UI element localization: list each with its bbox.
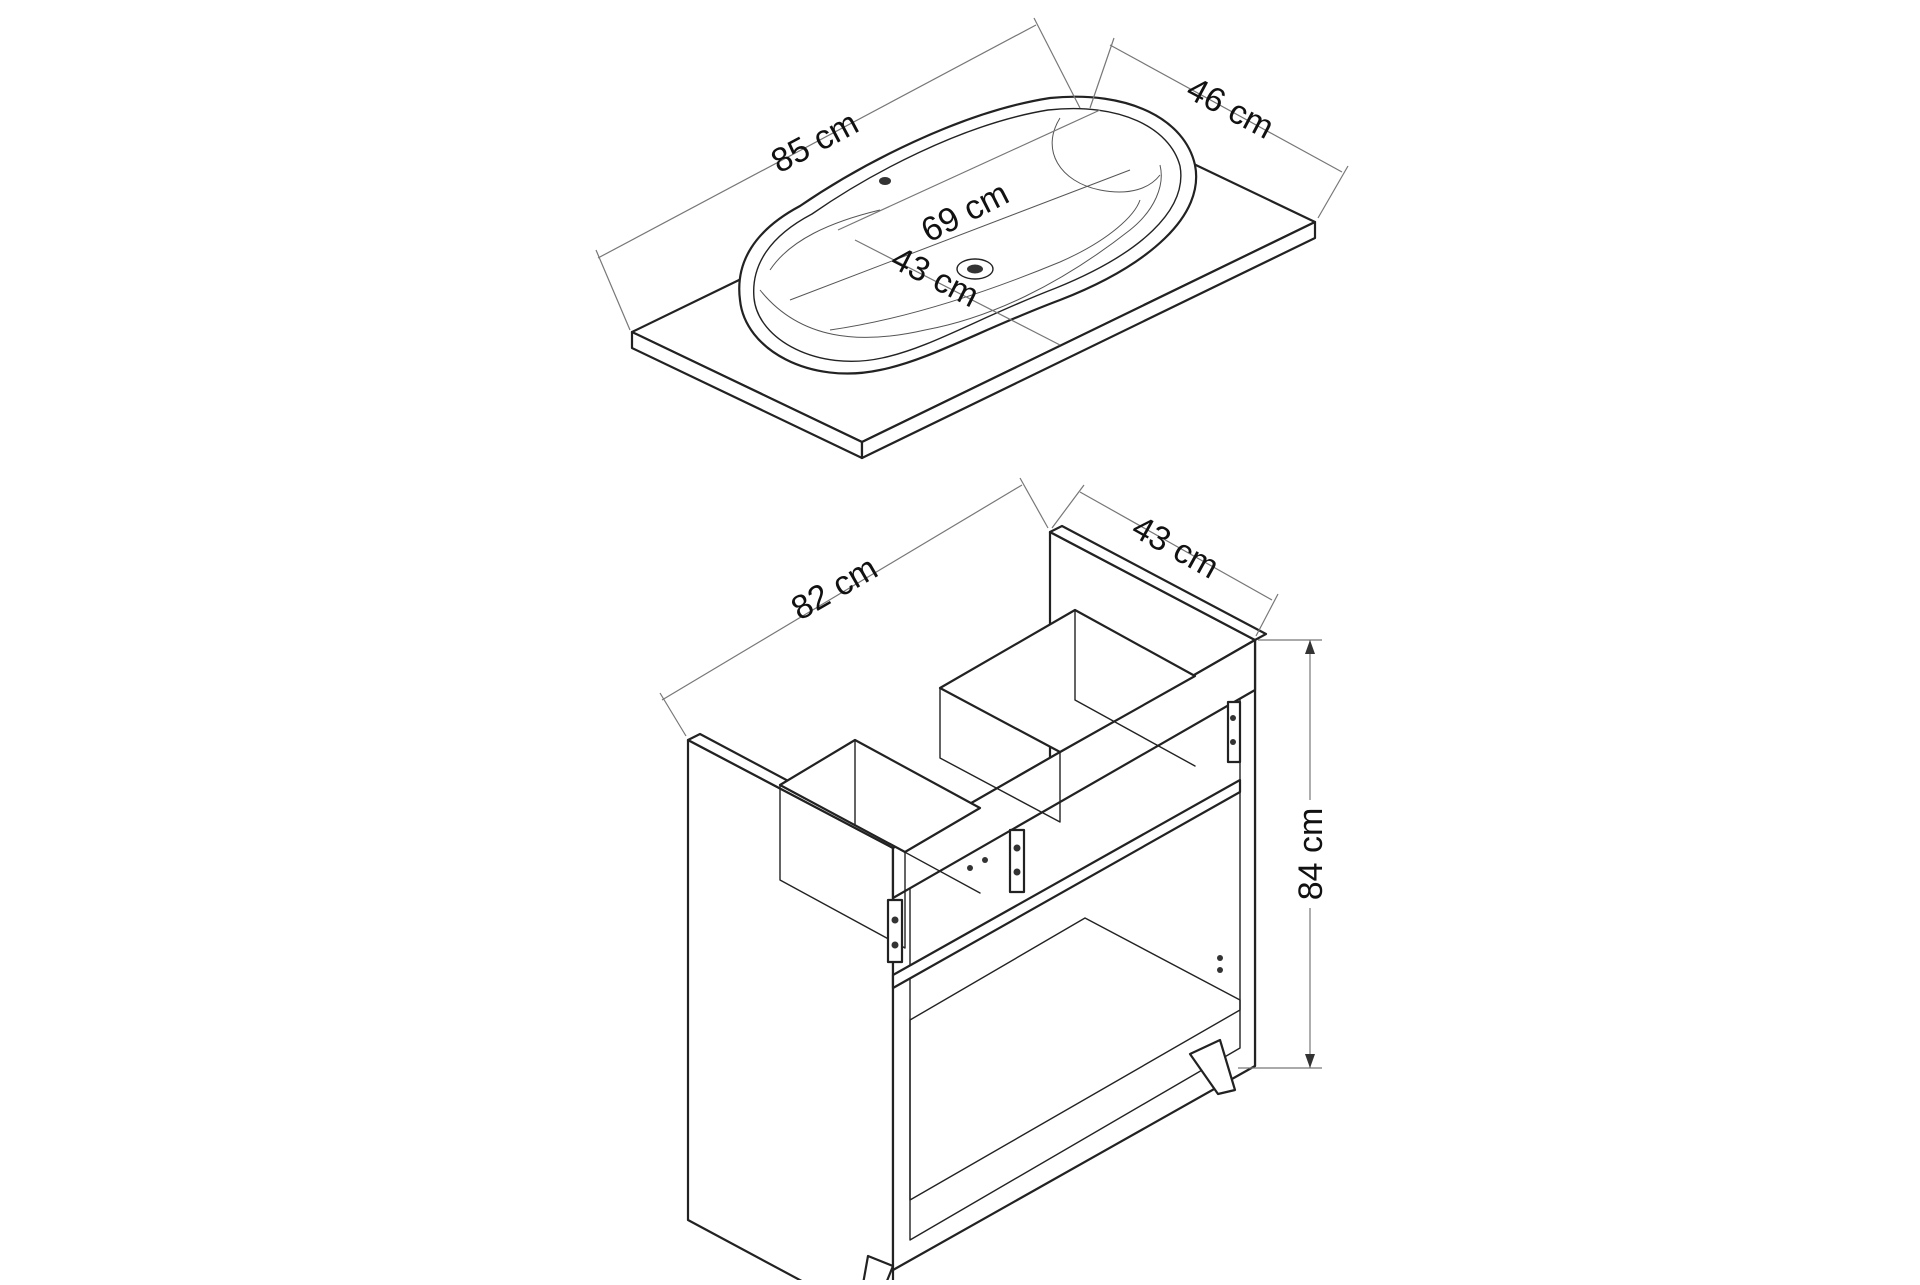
right-drawer-top — [938, 608, 1197, 754]
dim-line-top-width — [597, 24, 1037, 259]
label-cabinet-width: 82 cm — [785, 549, 884, 628]
cabinet-leg-back — [1188, 1038, 1237, 1096]
left-drawer-box — [778, 738, 982, 949]
fitting-dot — [891, 941, 899, 949]
cabinet-leg-front — [861, 1254, 895, 1285]
drain-hole — [967, 264, 983, 274]
arrow-down — [1305, 1054, 1315, 1068]
fitting-dot — [967, 865, 973, 871]
countertop-right-edge — [860, 220, 1317, 460]
tap-hole — [879, 177, 891, 185]
dim-extension-cabinet-left — [659, 692, 687, 737]
dim-extension-left — [595, 249, 631, 331]
drawer-runner-right — [1226, 700, 1242, 764]
label-top-depth: 46 cm — [1180, 70, 1280, 147]
fitting-dot — [1217, 955, 1223, 961]
cabinet — [686, 524, 1268, 1285]
dim-extension-back — [1089, 37, 1115, 109]
right-drawer-box — [938, 608, 1197, 823]
fitting-dot — [1230, 715, 1236, 721]
fitting-dot — [1217, 967, 1223, 973]
basin-bowl-left-wall — [769, 209, 881, 271]
left-drawer-back — [854, 739, 981, 894]
label-top-width: 85 cm — [765, 104, 865, 181]
countertop-with-basin — [630, 95, 1317, 460]
basin-bowl-front-floor — [829, 199, 1141, 331]
fitting-dot — [1013, 844, 1021, 852]
fitting-dot — [891, 916, 899, 924]
fitting-dot — [1013, 868, 1021, 876]
label-background — [1292, 800, 1328, 908]
cabinet-lower-shelf — [909, 917, 1241, 1201]
basin-bowl-back-wall — [1051, 117, 1161, 193]
dim-extension-cabinet-back — [1051, 484, 1085, 529]
left-drawer-inner — [779, 784, 906, 949]
dim-extension-cabinet-right — [1019, 477, 1049, 529]
dim-line-cabinet-width — [661, 484, 1023, 701]
dim-extension-right — [1033, 17, 1081, 109]
cabinet-right-top-edge — [1048, 524, 1268, 642]
basin-inner-rim — [753, 107, 1182, 362]
arrow-up — [1305, 640, 1315, 654]
drain-outer — [956, 258, 994, 280]
basin-bowl-floor — [789, 169, 1131, 301]
cabinet-middle-shelf — [891, 778, 1242, 990]
label-cabinet-height: 84 cm — [1292, 808, 1330, 901]
dim-extension-front — [1317, 165, 1349, 219]
fitting-dot — [982, 857, 988, 863]
basin-bowl-curve — [759, 164, 1162, 338]
right-drawer-front — [939, 687, 1061, 823]
drawer-runner-left — [886, 898, 904, 964]
dim-line-cabinet-depth — [1079, 491, 1273, 601]
basin-outer-rim — [738, 95, 1198, 375]
dim-line-basin-width — [837, 109, 1101, 231]
right-drawer-back — [1074, 609, 1196, 767]
drawer-runner-center — [1008, 828, 1026, 894]
fitting-dot — [1230, 739, 1236, 745]
dim-line-top-depth — [1109, 44, 1343, 173]
dim-line-basin-depth — [854, 239, 1061, 346]
dim-extension-cabinet-front — [1255, 593, 1279, 637]
